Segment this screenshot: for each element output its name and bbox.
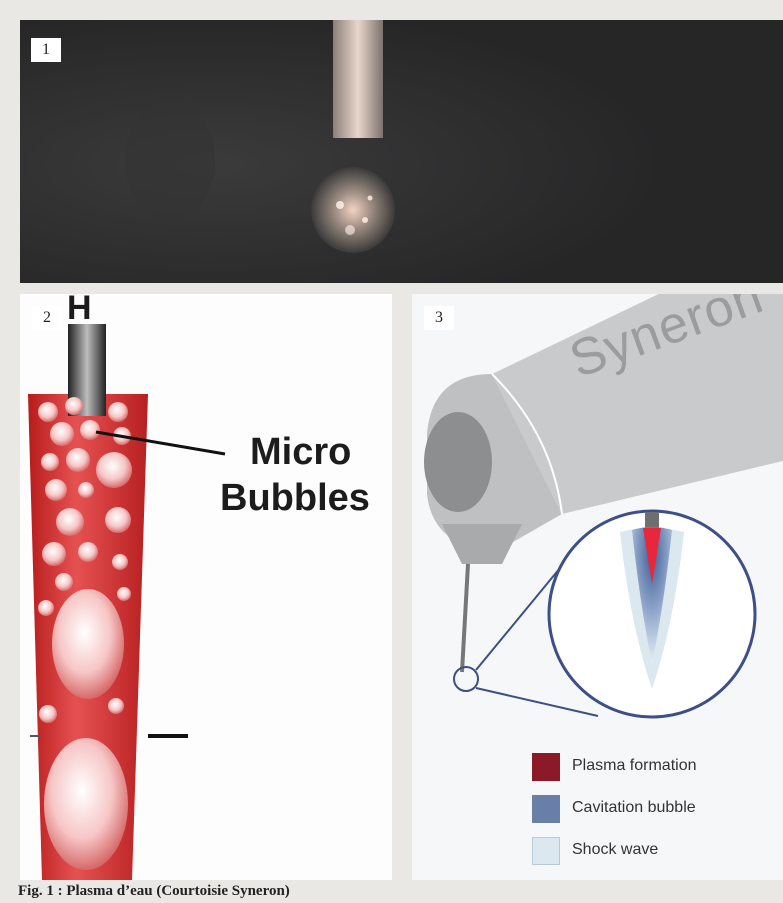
- tip-circle: [454, 667, 478, 691]
- diagram-panel-3: 3 Syneron Plasma formation Cavitation bu…: [412, 294, 783, 880]
- needle: [462, 564, 468, 672]
- plasma-photo: [20, 20, 783, 283]
- bubbles-label: Bubbles: [220, 476, 370, 520]
- legend-label-plasma: Plasma formation: [572, 757, 697, 775]
- probe-letter: H: [67, 294, 92, 330]
- handpiece-head: [424, 412, 492, 512]
- micro-bubbles-illustration: [20, 294, 392, 880]
- legend-label-shockwave: Shock wave: [572, 841, 658, 859]
- panel-number-2: 2: [32, 306, 62, 330]
- panel-number-1: 1: [31, 38, 61, 62]
- panel-number-3: 3: [424, 306, 454, 330]
- legend-label-cavitation: Cavitation bubble: [572, 799, 696, 817]
- legend-swatch-cavitation: [532, 795, 560, 823]
- legend-swatch-shockwave: [532, 837, 560, 865]
- micro-label: Micro: [250, 430, 351, 474]
- figure-caption: Fig. 1 : Plasma d’eau (Courtoisie Synero…: [18, 883, 290, 900]
- legend-swatch-plasma: [532, 753, 560, 781]
- illustration-panel-2: 2 H Micro Bubbles: [20, 294, 392, 880]
- photo-panel-1: 1: [20, 20, 783, 283]
- electrode-tube: [333, 20, 383, 138]
- plasma-ball: [311, 167, 395, 253]
